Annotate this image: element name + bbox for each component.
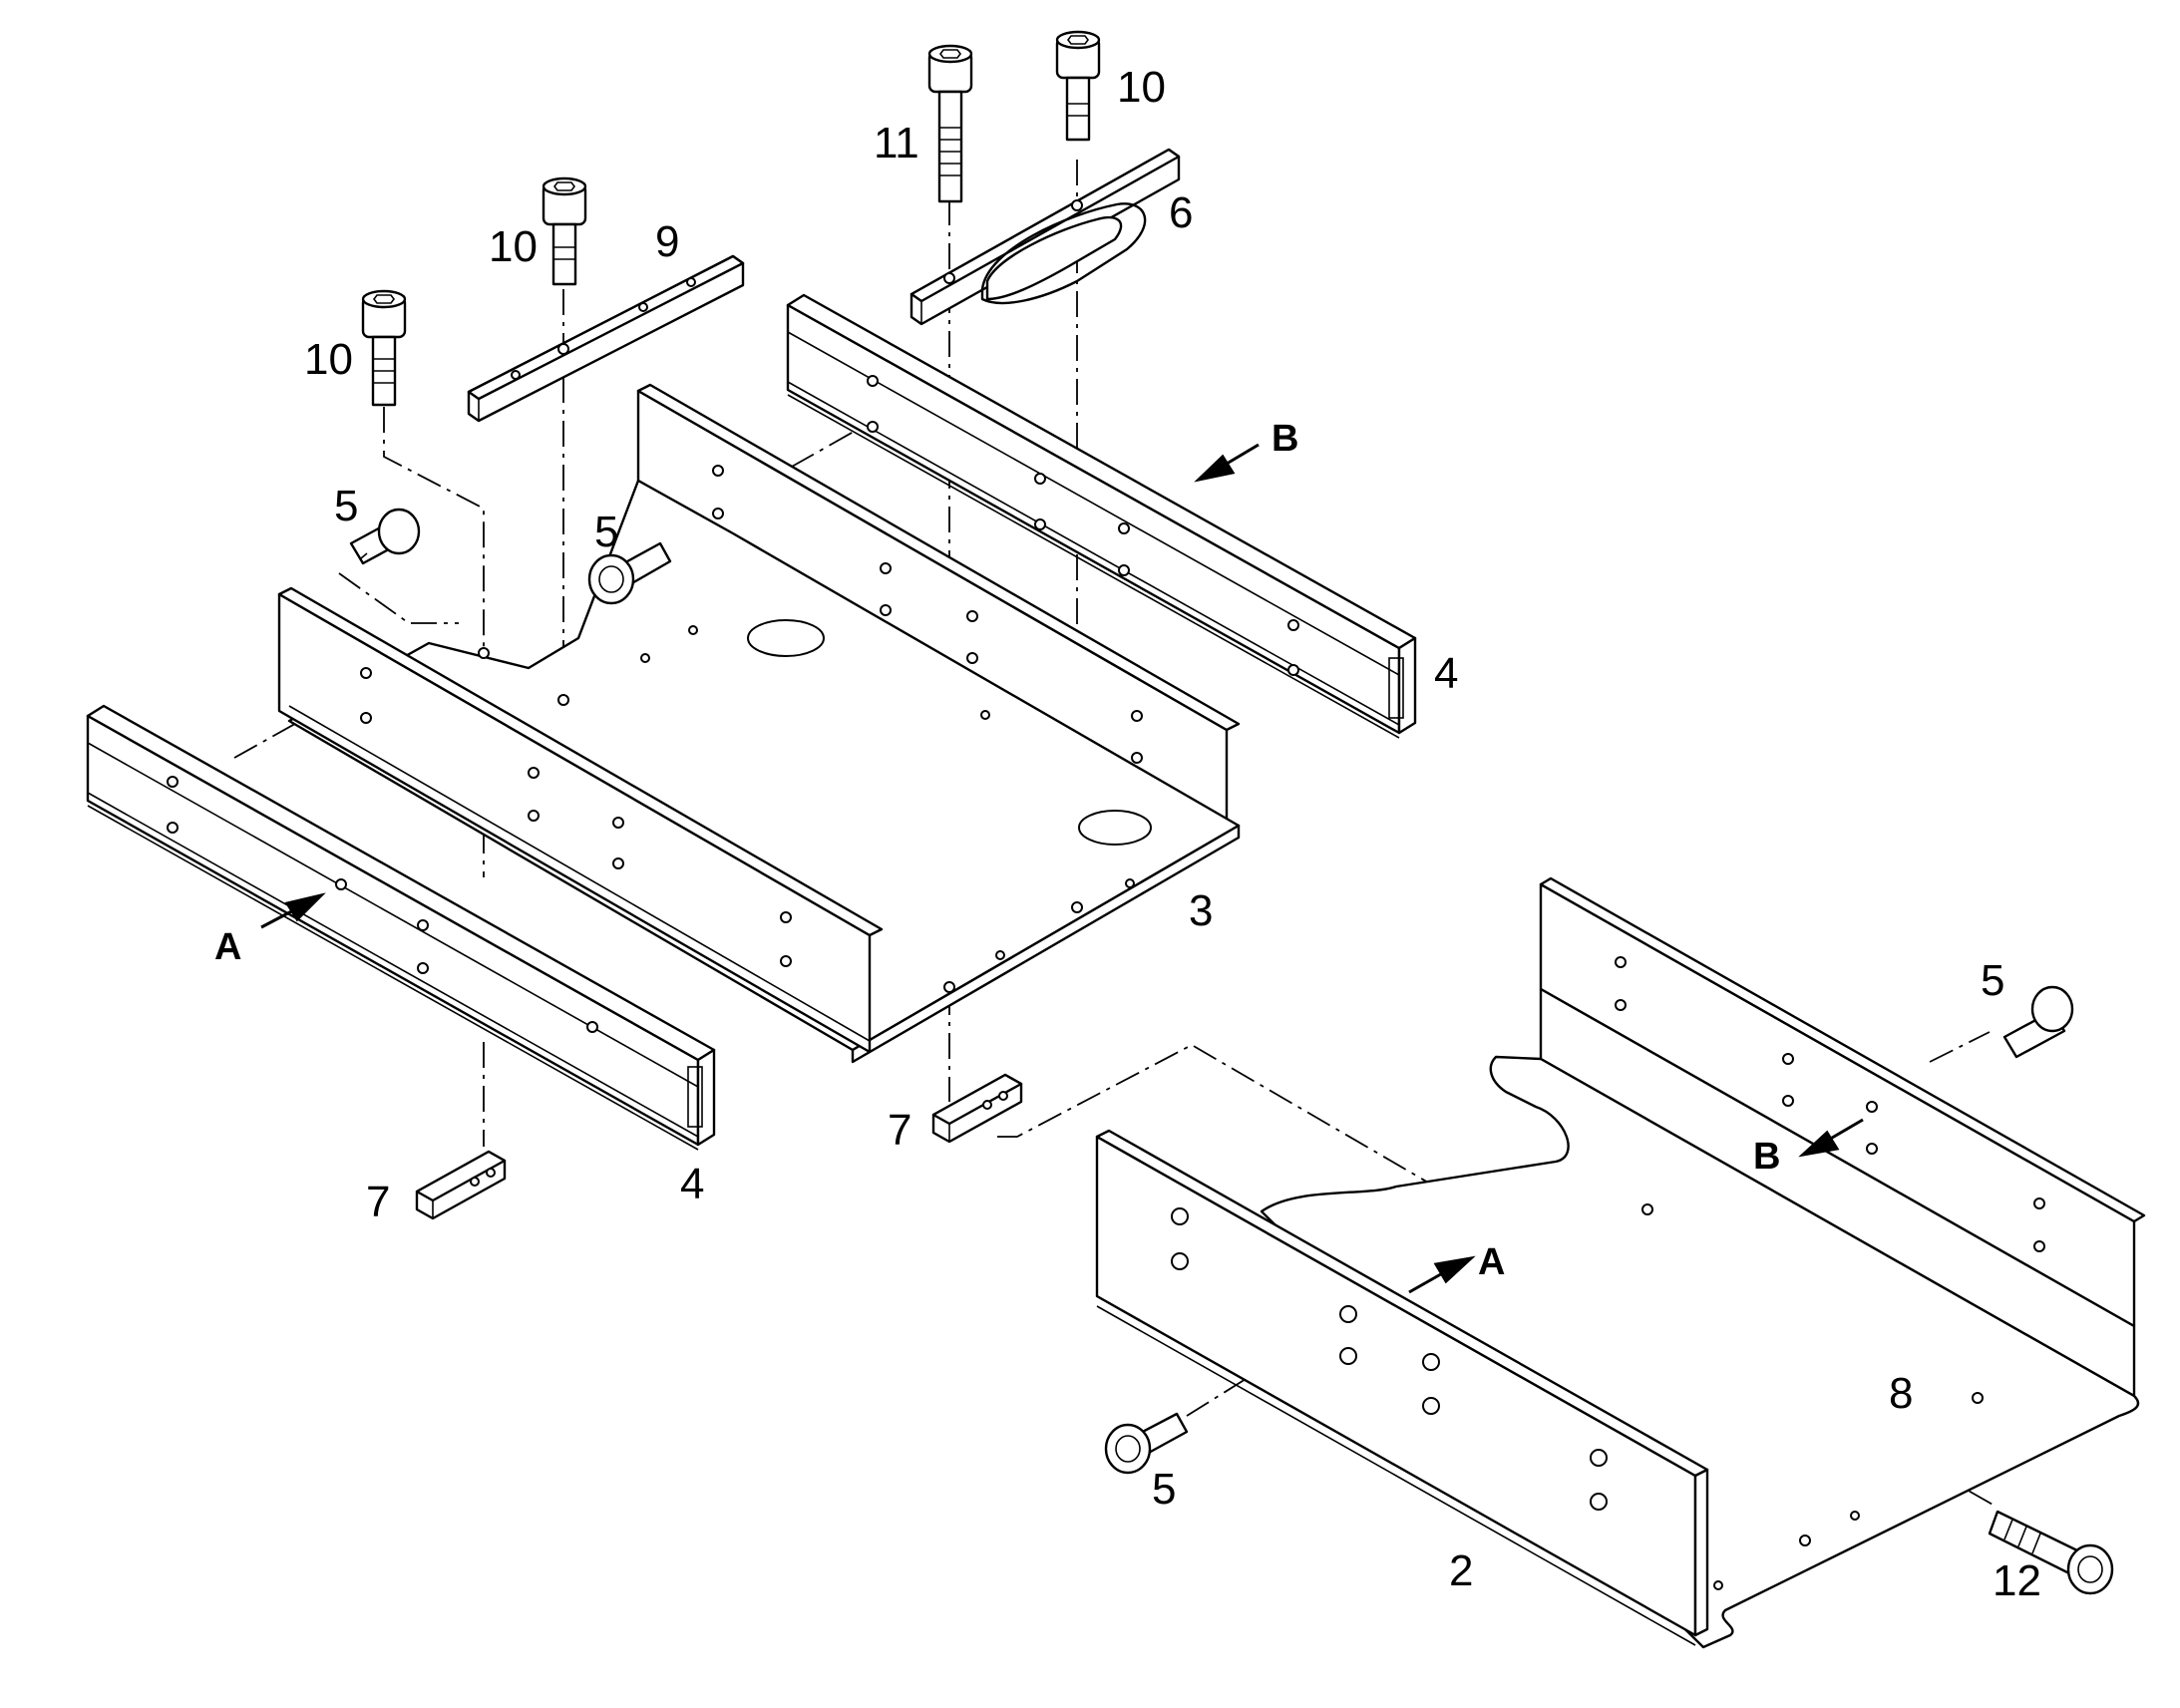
view-arrow-a-lower xyxy=(1408,1255,1476,1294)
callout-7-left: 7 xyxy=(366,1178,390,1226)
bolt-12 xyxy=(1988,1510,2114,1595)
handle-bar-part-6 xyxy=(909,148,1181,326)
callout-7-mid: 7 xyxy=(888,1106,911,1155)
callout-12: 12 xyxy=(1993,1556,2041,1605)
view-arrow-a-upper xyxy=(260,892,326,929)
bolt-5-upper-left xyxy=(349,508,421,565)
view-label-b-lower: B xyxy=(1753,1136,1780,1178)
bolt-5-lower-mid xyxy=(1104,1412,1189,1475)
bolt-5-lower-right xyxy=(2002,985,2074,1059)
view-label-b-upper: B xyxy=(1272,418,1298,460)
bolt-10-left xyxy=(361,289,407,407)
view-arrow-b-lower xyxy=(1798,1118,1864,1158)
bolt-10-mid xyxy=(542,176,587,286)
callout-10-top: 10 xyxy=(1117,63,1166,112)
bar-part-9 xyxy=(467,254,745,423)
block-7-mid xyxy=(931,1073,1023,1144)
left-rail-part-4 xyxy=(86,704,716,1151)
view-label-a-upper: A xyxy=(214,926,241,968)
bolt-10-top xyxy=(1055,30,1101,142)
callout-8: 8 xyxy=(1889,1369,1913,1418)
callout-4-left: 4 xyxy=(680,1160,704,1208)
callout-4-right: 4 xyxy=(1434,649,1458,698)
callout-5-upper-left: 5 xyxy=(334,482,358,530)
callout-5-lower-right: 5 xyxy=(1981,956,2004,1005)
callout-9: 9 xyxy=(655,217,679,266)
block-7-left xyxy=(415,1150,507,1220)
upper-plate-part-3 xyxy=(277,383,1241,1064)
callout-5-upper-mid: 5 xyxy=(594,508,618,556)
callout-3: 3 xyxy=(1189,886,1213,935)
callout-10-mid: 10 xyxy=(489,222,538,271)
callout-2: 2 xyxy=(1449,1546,1473,1595)
bolt-5-upper-mid xyxy=(587,541,672,605)
callout-6: 6 xyxy=(1169,188,1193,237)
view-label-a-lower: A xyxy=(1478,1241,1505,1283)
callout-5-lower-mid: 5 xyxy=(1152,1465,1176,1514)
callout-10-left: 10 xyxy=(304,335,353,384)
view-arrow-b-upper xyxy=(1194,443,1260,483)
lower-base-part-2 xyxy=(1095,876,2146,1649)
right-rail-part-4 xyxy=(786,293,1417,739)
callout-11: 11 xyxy=(874,119,919,168)
bolt-11 xyxy=(927,44,973,203)
